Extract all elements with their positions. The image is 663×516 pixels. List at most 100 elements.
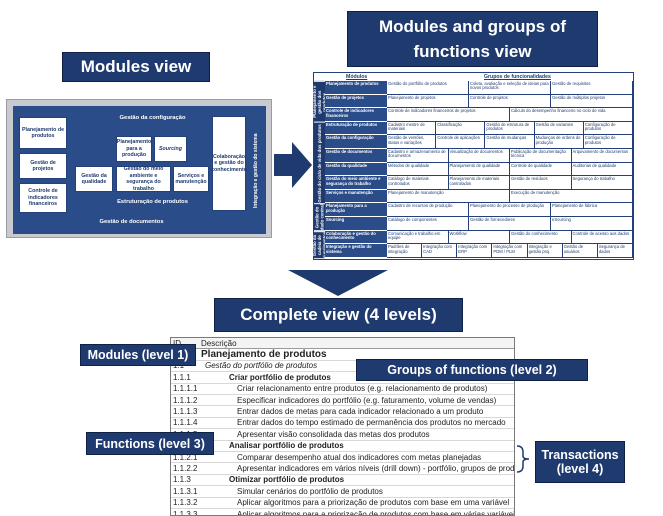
module-name-cell: Planejamento para a produção: [325, 203, 387, 217]
row-id: 1.1.3.2: [173, 498, 198, 508]
group-cell: Coleta, avaliação e seleção de ideias pa…: [469, 81, 551, 95]
row-description: Especificar indicadores do portfólio (e.…: [237, 395, 497, 405]
group-cell: Cadastro de recursos de produção: [387, 203, 469, 217]
row-description: Entrar dados de metas para cada indicado…: [237, 407, 484, 417]
row-id: 1.1.1.1: [173, 384, 198, 394]
row-id: 1.1.2.2: [173, 464, 198, 474]
group-cell: Classificação: [436, 121, 486, 136]
modules-groups-table: Módulos Grupos de funcionalidades Planej…: [312, 72, 634, 260]
down-arrow-icon: [288, 270, 388, 296]
group-cell: Gestão de múltiplos projetos: [551, 94, 633, 109]
module-financial-indicators: Controle de indicadores financeiros: [19, 183, 67, 213]
row-description: Analisar portfólio de produtos: [229, 441, 344, 451]
groups-column-header: Grupos de funcionalidades: [484, 74, 551, 80]
module-name-cell: Planejamento de produtos: [325, 81, 387, 95]
module-name-cell: Estruturação de produtos: [325, 121, 387, 136]
module-name-cell: Sourcing: [325, 217, 387, 231]
group-cell: Integração com CAD: [422, 244, 458, 258]
complete-view-row: 1.1.3.2 Aplicar algoritmos para a prioriz…: [171, 498, 514, 509]
group-cell: Controle de aplicações: [436, 135, 486, 149]
right-arrow-icon: [274, 142, 312, 188]
row-description: Apresentar visão consolidada das metas d…: [237, 429, 430, 439]
module-name-cell: Gestão do meio ambiente e segurança do t…: [325, 176, 387, 190]
modules-column-header: Módulos: [346, 74, 368, 80]
group-cell: Integração com ERP: [457, 244, 493, 258]
modules-view-title: Modules view: [62, 52, 210, 82]
group-cell: Segurança de dados: [597, 244, 633, 258]
row-description: Aplicar algoritmos para a priorização de…: [237, 509, 515, 516]
modules-group-band: Gestão do dado central: [314, 203, 325, 231]
row-description: Entrar dados do tempo estimado de perman…: [237, 418, 506, 428]
complete-view-row: 1.1.1.1 Criar relacionamento entre produt…: [171, 384, 514, 395]
complete-view-row: 1.1.2Analisar portfólio de produtos: [171, 441, 514, 452]
group-cell: Execução de manutenção: [510, 189, 633, 204]
group-cell: Publicação de documentação técnica: [510, 149, 572, 163]
group-cell: Gestão de mudanças: [485, 135, 535, 149]
row-id: 1.1.2.1: [173, 452, 198, 462]
complete-view-title: Complete view (4 levels): [214, 298, 463, 332]
group-cell: Gestão do portfólio de produtos: [387, 81, 469, 95]
module-name-cell: Gestão da qualidade: [325, 162, 387, 177]
row-id: 1.1.1.2: [173, 395, 198, 405]
group-cell: Gestão de estrutura de produtos: [485, 121, 535, 136]
module-sourcing: Sourcing: [154, 136, 187, 162]
brace-icon: [516, 445, 530, 473]
row-description: Simular cenários do portfólio de produto…: [237, 486, 383, 496]
complete-view-header: ID Descrição: [171, 338, 514, 350]
id-column-header: ID: [171, 339, 201, 348]
module-project-management: Gestão de projetos: [19, 153, 67, 179]
row-description: Aplicar algoritmos para a priorização de…: [237, 498, 510, 508]
group-cell: Controle de qualidade: [510, 162, 572, 177]
group-cell: Catálogo de componentes: [387, 217, 469, 231]
row-id: 1.1.3.3: [173, 509, 198, 516]
group-cell: Gestão de fornecedores: [469, 217, 551, 231]
module-name-cell: Gestão da configuração: [325, 135, 387, 149]
module-name-cell: Controle de indicadores financeiros: [325, 108, 387, 122]
group-cell: eSourcing: [551, 217, 633, 231]
group-cell: Comunicação e trabalho em equipe: [387, 230, 449, 245]
module-services-maintenance: Serviços e manutenção: [173, 166, 209, 192]
functions-level-label: Functions (level 3): [86, 432, 214, 455]
module-environment-safety: Gestão do meio ambiente e segurança do t…: [116, 166, 171, 192]
modules-groups-row: Gestão do meio ambiente e segurança do t…: [325, 176, 633, 190]
row-id: 1.1.3: [173, 475, 191, 485]
group-cell: Cadastro mestre de materiais: [387, 121, 437, 136]
group-cell: Cálculo do desempenho financeiro no cicl…: [510, 108, 633, 122]
group-cell: Gestão de variantes: [534, 121, 584, 136]
module-product-structuring-bar: Estruturação de produtos: [117, 199, 188, 205]
group-cell: Planejamento de qualidade: [448, 162, 510, 177]
group-cell: Gestão de resíduos: [510, 176, 572, 190]
group-cell: Arquivamento de documentos: [571, 149, 633, 163]
group-cell: Gestão de requisitos: [551, 81, 633, 95]
row-description: Criar relacionamento entre produtos (e.g…: [237, 384, 488, 394]
group-cell: Gestão do conhecimento: [510, 230, 572, 245]
group-cell: Workflow: [448, 230, 510, 245]
module-name-cell: Integração e gestão do sistema: [325, 244, 387, 258]
group-cell: Planejamento de manutenção: [387, 189, 510, 204]
module-name-cell: Gestão de documentos: [325, 149, 387, 163]
modules-group-band: Gestão da cadeia de suprimentos: [312, 230, 327, 258]
group-cell: Gestão de usuários: [562, 244, 598, 258]
row-description: Planejamento de produtos: [201, 349, 327, 361]
group-cell: Configuração de produtos: [583, 135, 634, 149]
group-cell: Auditorias de qualidade: [571, 162, 633, 177]
module-document-management-bar: Gestão de documentos: [99, 219, 164, 225]
row-description: Gestão do portfólio de produtos: [205, 361, 318, 371]
module-collaboration-knowledge: Colaboração e gestão do conhecimento: [211, 116, 247, 211]
